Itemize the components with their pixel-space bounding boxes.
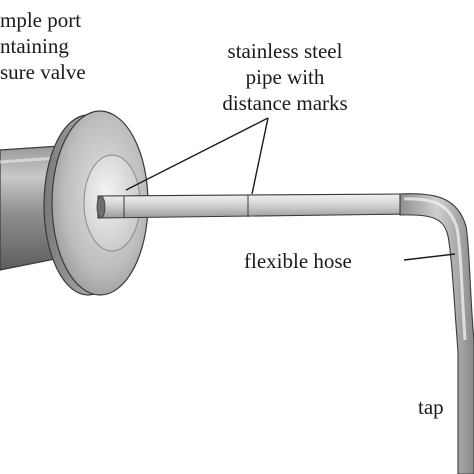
pipe-label-line-2: pipe with: [196, 64, 374, 90]
pipe-label-line-3: distance marks: [196, 90, 374, 116]
hose-label: flexible hose: [244, 248, 352, 274]
sample-port-label: mple port ntaining sure valve: [0, 7, 86, 85]
flexible-hose: [400, 194, 474, 474]
pipe-leader-line-1: [126, 118, 268, 190]
tap-label: tap: [418, 394, 444, 420]
sample-port-label-line-1: mple port: [0, 7, 86, 33]
pipe-label: stainless steel pipe with distance marks: [196, 38, 374, 116]
sample-port-label-line-2: ntaining: [0, 33, 86, 59]
stainless-steel-pipe: [97, 194, 412, 218]
hose-leader-line: [404, 254, 455, 260]
sample-port-label-line-3: sure valve: [0, 59, 86, 85]
pipe-leader-line-2: [252, 118, 268, 194]
leader-lines: [126, 118, 455, 260]
pipe-label-line-1: stainless steel: [196, 38, 374, 64]
